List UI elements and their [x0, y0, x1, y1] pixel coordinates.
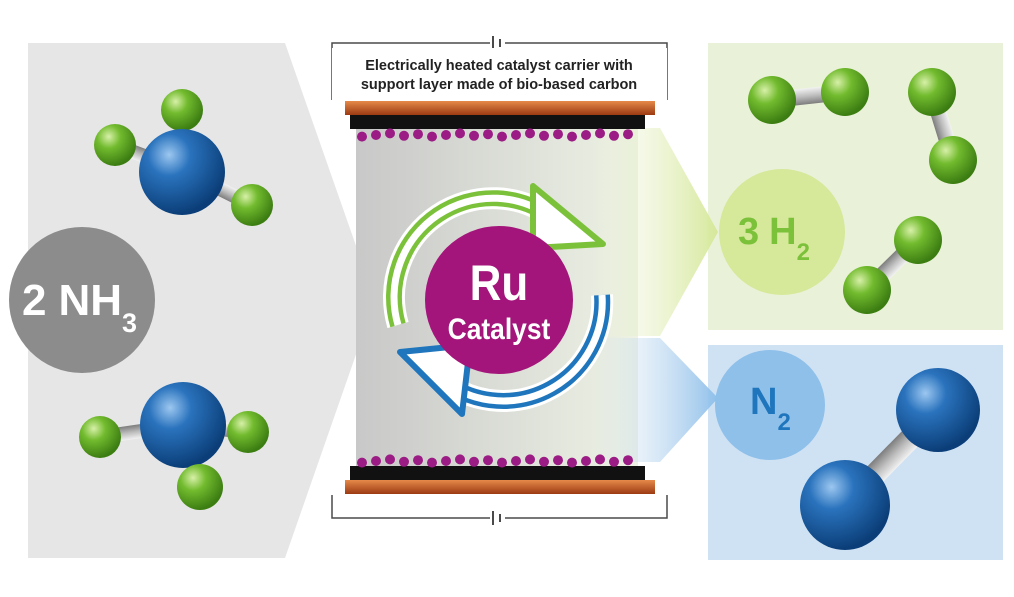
top-copper-plate: [345, 101, 655, 115]
catalyst-particle: [581, 130, 591, 140]
catalyst-particle: [427, 131, 437, 142]
catalyst-particle: [511, 456, 521, 466]
hydrogen-atom: [929, 136, 977, 184]
catalyst-particle: [385, 454, 395, 465]
hydrogen-atom: [227, 411, 269, 453]
catalyst-particle: [483, 455, 493, 466]
nitrogen-output-arrow: [590, 338, 718, 462]
nitrogen-atom: [139, 129, 225, 215]
nitrogen-atom: [140, 382, 226, 468]
top-carbon-layer: [350, 115, 645, 129]
catalyst-particle: [455, 454, 465, 465]
catalyst-particle: [609, 130, 619, 141]
catalyst-particle: [623, 129, 633, 140]
catalyst-particle: [525, 454, 535, 465]
hydrogen-output-arrow: [590, 128, 718, 336]
catalyst-element: Ru: [470, 254, 529, 310]
power-circuit-bottom: [331, 495, 668, 519]
catalyst-particle: [567, 457, 577, 468]
catalyst-particle: [595, 128, 605, 139]
caption-line-2: support layer made of bio-based carbon: [361, 77, 637, 93]
catalyst-particle: [455, 128, 465, 139]
hydrogen-atom: [79, 416, 121, 458]
hydrogen-atom: [908, 68, 956, 116]
battery-icon: [492, 36, 501, 50]
bottom-catalyst-particles: [357, 454, 633, 468]
nitrogen-atom: [896, 368, 980, 452]
catalyst-particle: [399, 130, 409, 141]
catalyst-particle: [511, 130, 521, 140]
catalyst-particle: [567, 131, 577, 142]
bottom-copper-plate: [345, 480, 655, 494]
catalyst-particle: [539, 456, 549, 467]
catalyst-particle: [497, 131, 507, 142]
hydrogen-atom: [161, 89, 203, 131]
caption-line-1: Electrically heated catalyst carrier wit…: [365, 58, 633, 74]
hydrogen-atom: [94, 124, 136, 166]
catalyst-particle: [357, 131, 367, 142]
catalyst-particle: [427, 457, 437, 468]
nitrogen-formula: N2: [750, 381, 791, 436]
hydrogen-atom: [843, 266, 891, 314]
catalyst-particle: [371, 130, 381, 140]
hydrogen-atom: [894, 216, 942, 264]
catalyst-particle: [357, 457, 367, 468]
catalyst-label: Catalyst: [448, 311, 551, 345]
catalyst-particle: [553, 129, 563, 140]
catalyst-particle: [553, 455, 563, 466]
catalyst-particle: [399, 456, 409, 467]
catalyst-particle: [525, 128, 535, 139]
catalyst-circle: [425, 226, 573, 374]
catalyst-particle: [609, 456, 619, 467]
catalyst-particle: [413, 455, 423, 466]
catalyst-particle: [595, 454, 605, 465]
nitrogen-badge: [715, 350, 825, 460]
catalyst-particle: [497, 457, 507, 468]
green-cycle-arrow: [383, 183, 606, 329]
blue-cycle-arrow: [397, 294, 614, 417]
caption-box: [332, 48, 667, 100]
battery-icon: [492, 511, 501, 525]
reactant-badge: [9, 227, 155, 373]
catalyst-particle: [539, 130, 549, 141]
catalyst-particle: [441, 130, 451, 140]
hydrogen-badge: [719, 169, 845, 295]
catalyst-particle: [581, 456, 591, 466]
catalyst-particle: [441, 456, 451, 466]
hydrogen-atom: [177, 464, 223, 510]
bottom-carbon-layer: [350, 466, 645, 480]
top-catalyst-particles: [357, 128, 633, 142]
catalyst-particle: [469, 130, 479, 141]
catalyst-particle: [483, 129, 493, 140]
nitrogen-atom: [800, 460, 890, 550]
catalyst-particle: [469, 456, 479, 467]
catalyst-particle: [413, 129, 423, 140]
molecules-layer: [79, 68, 980, 550]
catalyst-particle: [371, 456, 381, 466]
catalyst-particle: [385, 128, 395, 139]
hydrogen-atom: [231, 184, 273, 226]
catalyst-particle: [623, 455, 633, 466]
hydrogen-atom: [821, 68, 869, 116]
hydrogen-atom: [748, 76, 796, 124]
